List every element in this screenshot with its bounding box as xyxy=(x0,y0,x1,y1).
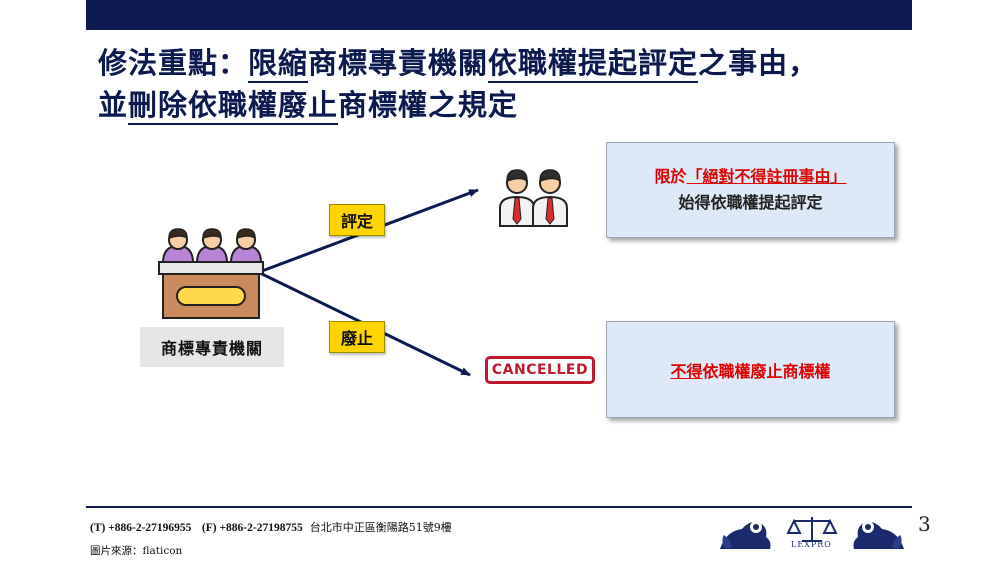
page-title: 修法重點：限縮商標專責機關依職權提起評定之事由， 並刪除依職權廢止商標權之規定 xyxy=(98,42,938,126)
title-underlined-ex-officio-review: 依職權提起評定 xyxy=(488,46,699,83)
title-agency: 商標專責機關 xyxy=(308,46,489,80)
revoke-tag: 廢止 xyxy=(329,321,385,353)
lexpro-logo xyxy=(720,517,904,549)
title-underlined-restrict: 限縮 xyxy=(248,46,309,83)
title-underlined-delete-revocation: 刪除依職權廢止 xyxy=(128,88,339,125)
cancelled-stamp-icon: CANCELLED xyxy=(485,356,595,384)
officer-left-icon xyxy=(161,228,195,264)
review-condition-box: 限於「絕對不得註冊事由」 始得依職權提起評定 xyxy=(606,142,895,238)
page-number: 3 xyxy=(918,512,931,536)
officer-middle-icon xyxy=(195,228,229,264)
footer-contact: (T) +886-2-27196955 (F) +886-2-27198755 … xyxy=(90,519,452,535)
review-tag: 評定 xyxy=(329,204,385,236)
trademark-office-icon xyxy=(158,228,264,319)
revoke-condition-rest: 依職權廢止商標權 xyxy=(702,361,831,381)
footer-divider xyxy=(86,506,912,508)
review-condition-absolute-grounds: 「絕對不得註冊事由」 xyxy=(686,167,847,186)
title-line2-suffix: 商標權之規定 xyxy=(338,88,519,122)
review-condition-limited: 限於 xyxy=(654,167,687,186)
footer-image-source: 圖片來源：flaticon xyxy=(90,545,183,557)
desk-top xyxy=(158,261,264,275)
review-condition-line1: 限於「絕對不得註冊事由」 xyxy=(654,164,846,190)
examiner-right-icon xyxy=(532,169,568,227)
revoke-condition-text: 不得依職權廢止商標權 xyxy=(670,358,830,382)
logo-wordmark: LEXPRO xyxy=(791,540,832,549)
right-lion-icon xyxy=(853,521,904,549)
officer-right-icon xyxy=(229,228,263,264)
revoke-condition-not: 不得 xyxy=(670,361,703,381)
footer-address: 台北市中正區衡陽路51號9樓 xyxy=(309,521,452,534)
examiner-left-icon xyxy=(499,169,535,227)
title-line-2: 並刪除依職權廢止商標權之規定 xyxy=(98,84,938,126)
scales-of-justice-icon xyxy=(786,517,838,542)
agency-label: 商標專責機關 xyxy=(140,327,284,367)
title-line2-prefix: 並 xyxy=(98,88,129,122)
examiners-icon xyxy=(499,169,568,227)
top-banner xyxy=(86,0,912,30)
left-lion-icon xyxy=(720,521,771,549)
title-prefix: 修法重點： xyxy=(98,46,249,80)
title-line-1: 修法重點：限縮商標專責機關依職權提起評定之事由， xyxy=(98,42,938,84)
desk-nameplate xyxy=(176,286,246,306)
title-line1-suffix: 之事由， xyxy=(698,46,819,80)
footer-fax: (F) +886-2-27198755 xyxy=(201,522,303,534)
revoke-condition-box: 不得依職權廢止商標權 xyxy=(606,321,895,418)
footer-tel: (T) +886-2-27196955 xyxy=(90,522,192,534)
review-condition-line2: 始得依職權提起評定 xyxy=(678,193,823,212)
